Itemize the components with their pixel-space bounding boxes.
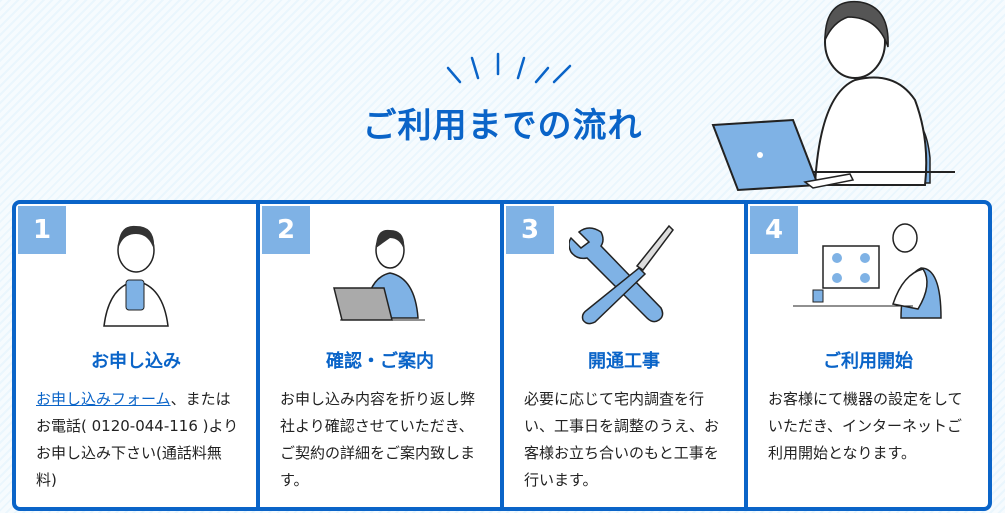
video-call-illustration (793, 223, 942, 319)
wrench-screwdriver-icon (569, 224, 674, 325)
sparkle-rays-icon (446, 52, 572, 84)
page-title: ご利用までの流れ (362, 106, 643, 146)
step-description: お客様にて機器の設定をしていただき、インターネットご利用開始となります。 (768, 390, 963, 462)
flow-steps: 1 お申し込み お申し込みフォーム、またはお電話( 0120-044-116 )… (12, 200, 992, 511)
step-number: 4 (750, 206, 798, 254)
step-text: 、またはお電話( 0120-044-116 )よりお申し込み下さい(通話料無料) (36, 390, 239, 489)
step-description: 必要に応じて宅内調査を行い、工事日を調整のうえ、お客様お立ち合いのもと工事を行い… (524, 390, 720, 489)
step-description: お申し込みフォーム、またはお電話( 0120-044-116 )よりお申し込み下… (36, 386, 242, 494)
step-number: 1 (18, 206, 66, 254)
step-1: 1 お申し込み お申し込みフォーム、またはお電話( 0120-044-116 )… (16, 204, 260, 507)
step-title: ご利用開始 (823, 351, 913, 372)
step-title: 確認・ご案内 (326, 351, 434, 372)
step-title: 開通工事 (588, 351, 660, 372)
application-form-link[interactable]: お申し込みフォーム (36, 390, 171, 408)
step-title: お申し込み (91, 351, 181, 372)
woman-laptop-illustration (711, 0, 955, 192)
step-number: 3 (506, 206, 554, 254)
step-number: 2 (262, 206, 310, 254)
woman-phone-illustration (103, 225, 169, 327)
step-2: 2 確認・ご案内 お申し込み内容を折り返し弊社より確認させていただき、ご契約の詳… (260, 204, 504, 507)
operator-laptop-illustration (333, 229, 425, 321)
step-4: 4 ご利用開始 お客様にて機器の設定をしていただき、インターネットご利用開始とな… (748, 204, 988, 507)
step-description: お申し込み内容を折り返し弊社より確認させていただき、ご契約の詳細をご案内致します… (280, 390, 476, 489)
step-3: 3 開通工事 必要に応じて宅内調査を行い、工事日を調整のうえ、お客様お立ち合いの… (504, 204, 748, 507)
